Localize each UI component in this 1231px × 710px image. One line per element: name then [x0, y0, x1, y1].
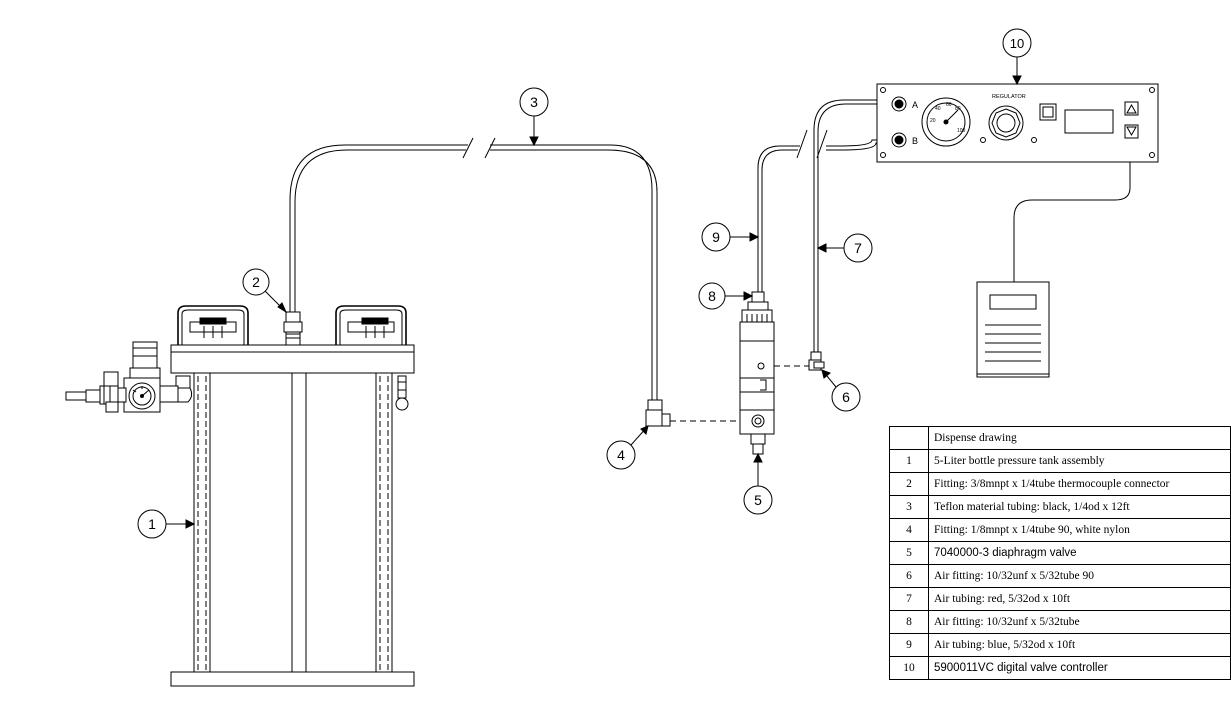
air-port-icon	[891, 96, 907, 148]
item-number: 2	[889, 472, 929, 496]
svg-text:3: 3	[530, 94, 538, 110]
svg-text:9: 9	[712, 229, 720, 245]
callout-9: 9	[701, 222, 760, 252]
callout-7: 7	[816, 233, 873, 263]
item-description: Air tubing: red, 5/32od x 10ft	[928, 587, 1231, 611]
item-number: 7	[889, 587, 929, 611]
svg-text:7: 7	[854, 240, 862, 256]
air-tubing-7	[813, 99, 880, 352]
foot-switch	[976, 281, 1050, 378]
regulator-knob-icon	[988, 105, 1024, 141]
callout-10: 10	[1002, 28, 1032, 86]
item-number: 1	[889, 449, 929, 473]
table-row: 6 Air fitting: 10/32unf x 5/32tube 90	[889, 564, 1231, 588]
item-description: Fitting: 1/8mnpt x 1/4tube 90, white nyl…	[928, 518, 1231, 542]
svg-text:2: 2	[252, 274, 260, 290]
table-header-row: Dispense drawing	[889, 426, 1231, 450]
item-description: 5-Liter bottle pressure tank assembly	[928, 449, 1231, 473]
svg-text:5: 5	[754, 492, 762, 508]
dial-number: 20	[930, 118, 936, 124]
table-row: 2 Fitting: 3/8mnpt x 1/4tube thermocoupl…	[889, 472, 1231, 496]
item-number: 9	[889, 633, 929, 657]
callout-3: 3	[519, 87, 549, 147]
item-number: 10	[889, 656, 929, 680]
fitting-4	[645, 399, 752, 427]
table-row: 9 Air tubing: blue, 5/32od x 10ft	[889, 633, 1231, 657]
teflon-tubing-3	[289, 137, 658, 402]
item-description: Teflon material tubing: black, 1/4od x 1…	[928, 495, 1231, 519]
item-number: 8	[889, 610, 929, 634]
table-row: 7 Air tubing: red, 5/32od x 10ft	[889, 587, 1231, 611]
diaphragm-valve	[739, 291, 814, 455]
pressure-tank-assembly	[170, 305, 415, 687]
table-row: 3 Teflon material tubing: black, 1/4od x…	[889, 495, 1231, 519]
table-title: Dispense drawing	[928, 426, 1231, 450]
dial-number: 80	[955, 106, 961, 112]
regulator-label: REGULATOR	[992, 94, 1026, 100]
svg-text:4: 4	[617, 447, 625, 463]
callout-1: 1	[137, 509, 196, 539]
item-description: 7040000-3 diaphragm valve	[928, 541, 1231, 565]
port-a-label: A	[912, 100, 918, 110]
svg-text:1: 1	[148, 516, 156, 532]
item-description: Air tubing: blue, 5/32od x 10ft	[928, 633, 1231, 657]
parts-table: Dispense drawing 1 5-Liter bottle pressu…	[889, 426, 1231, 680]
dial-number: 40	[935, 106, 941, 112]
item-number: 4	[889, 518, 929, 542]
table-row: 4 Fitting: 1/8mnpt x 1/4tube 90, white n…	[889, 518, 1231, 542]
item-description: Fitting: 3/8mnpt x 1/4tube thermocouple …	[928, 472, 1231, 496]
arrow-down-icon	[1126, 126, 1137, 137]
fitting-6	[808, 351, 825, 371]
item-number: 3	[889, 495, 929, 519]
item-description: 5900011VC digital valve controller	[928, 656, 1231, 680]
tank-regulator	[65, 341, 193, 413]
svg-text:10: 10	[1010, 36, 1024, 51]
item-description: Air fitting: 10/32unf x 5/32tube	[928, 610, 1231, 634]
callout-2: 2	[242, 268, 288, 314]
table-row: 1 5-Liter bottle pressure tank assembly	[889, 449, 1231, 473]
dial-number: 60	[946, 102, 952, 108]
port-b-label: B	[912, 136, 918, 146]
fitting-2	[283, 311, 303, 346]
item-number: 6	[889, 564, 929, 588]
table-row: 8 Air fitting: 10/32unf x 5/32tube	[889, 610, 1231, 634]
callout-5: 5	[743, 452, 773, 515]
callout-6: 6	[821, 369, 861, 412]
air-tubing-9	[757, 129, 880, 292]
arrow-up-icon	[1126, 103, 1137, 114]
svg-text:6: 6	[842, 389, 850, 405]
digital-valve-controller: A B 20 40 60 80 100 REGULATOR	[876, 83, 1159, 282]
item-number: 5	[889, 541, 929, 565]
table-row: 5 7040000-3 diaphragm valve	[889, 541, 1231, 565]
item-description: Air fitting: 10/32unf x 5/32tube 90	[928, 564, 1231, 588]
callout-8: 8	[698, 282, 754, 310]
table-row: 10 5900011VC digital valve controller	[889, 656, 1231, 680]
svg-text:8: 8	[708, 288, 716, 304]
dial-number: 100	[957, 128, 966, 134]
callout-4: 4	[606, 425, 649, 470]
